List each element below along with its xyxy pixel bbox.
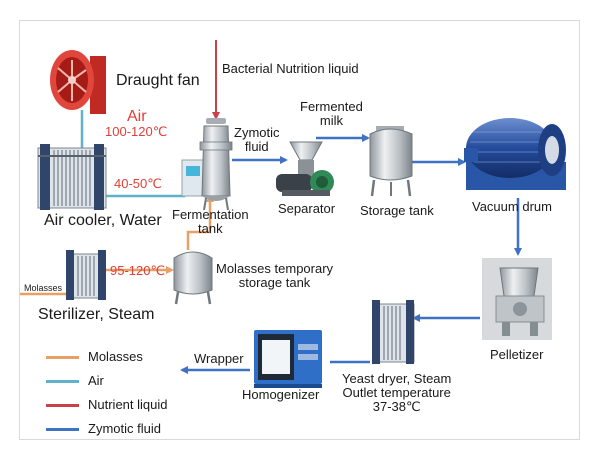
bacterial-liquid-label: Bacterial Nutrition liquid — [222, 62, 359, 76]
storage-tank-icon — [370, 126, 412, 196]
wrapper-label: Wrapper — [194, 352, 244, 366]
pelletizer-label: Pelletizer — [490, 348, 543, 362]
yeast-dryer-label: Yeast dryer, Steam Outlet temperature 37… — [342, 372, 451, 414]
draught-fan-label: Draught fan — [116, 72, 200, 90]
homogenizer-label: Homogenizer — [242, 388, 319, 402]
separator-label: Separator — [278, 202, 335, 216]
molasses-storage-tank-icon — [174, 252, 212, 304]
fermentation-tank-icon — [182, 118, 232, 210]
pelletizer-icon — [482, 258, 552, 340]
legend-label-nutrient: Nutrient liquid — [88, 398, 168, 412]
sterilizer-icon — [66, 250, 106, 300]
vacuum-drum-label: Vacuum drum — [472, 200, 552, 214]
vacuum-drum-icon — [464, 118, 566, 190]
legend-swatch-zymotic — [46, 428, 79, 431]
fermentation-tank-label: Fermentation tank — [172, 208, 249, 236]
draught-fan-icon — [50, 50, 106, 114]
legend-swatch-molasses — [46, 356, 79, 359]
legend-label-zymotic: Zymotic fluid — [88, 422, 161, 436]
storage-tank-label: Storage tank — [360, 204, 434, 218]
temp-air-label: 100-120℃ — [105, 125, 167, 139]
legend-swatch-air — [46, 380, 79, 383]
molasses-storage-label: Molasses temporary storage tank — [216, 262, 333, 290]
separator-icon — [276, 142, 334, 196]
legend-label-air: Air — [88, 374, 104, 388]
air-cooler-icon — [38, 144, 106, 210]
air-cooler-label: Air cooler, Water — [44, 212, 162, 230]
yeast-dryer-icon — [372, 300, 414, 364]
legend-swatch-nutrient — [46, 404, 79, 407]
fermented-milk-label: Fermented milk — [300, 100, 363, 128]
temp-sterilizer-label: 95-120℃ — [110, 264, 165, 278]
temp-cooler-label: 40-50℃ — [114, 177, 162, 191]
zymotic-fluid-label: Zymotic fluid — [234, 126, 280, 154]
sterilizer-label: Sterilizer, Steam — [38, 306, 154, 324]
homogenizer-icon — [254, 330, 322, 388]
molasses-input-label: Molasses — [24, 283, 62, 293]
legend-label-molasses: Molasses — [88, 350, 143, 364]
air-line-fan-to-cooler — [62, 110, 82, 152]
